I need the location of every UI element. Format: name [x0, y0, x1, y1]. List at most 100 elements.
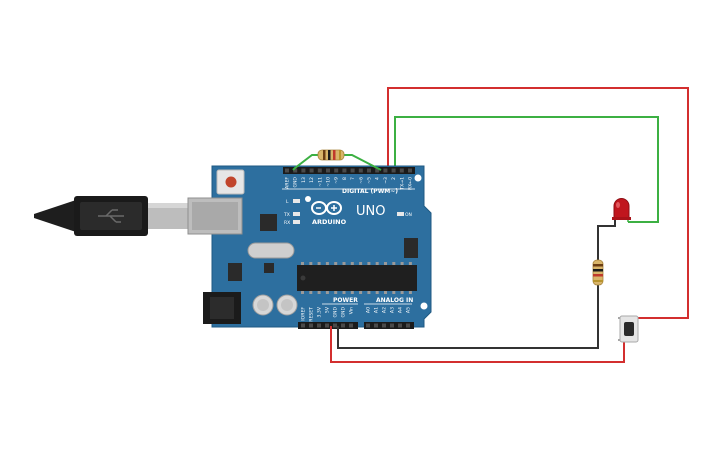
resistor-top[interactable]	[317, 149, 345, 161]
pin-label: AREF	[285, 177, 291, 189]
on-led-label: ON	[405, 212, 412, 218]
digital-pin[interactable]	[317, 168, 322, 173]
power-pin[interactable]	[333, 323, 337, 328]
chip-pin	[325, 262, 329, 265]
analog-pin[interactable]	[398, 323, 402, 328]
power-pin[interactable]	[325, 323, 329, 328]
pin-label: A3	[390, 307, 396, 313]
power-pin[interactable]	[317, 323, 321, 328]
chip-pin	[400, 262, 404, 265]
brand-text: ARDUINO	[312, 218, 347, 226]
red-wire-top[interactable]	[387, 87, 689, 319]
chip-pin	[334, 262, 338, 265]
digital-pin[interactable]	[399, 168, 404, 173]
digital-pin[interactable]	[309, 168, 314, 173]
digital-pin[interactable]	[326, 168, 330, 173]
pin-label: 7	[350, 177, 356, 180]
led[interactable]	[612, 198, 631, 227]
analog-pin[interactable]	[406, 323, 410, 328]
analog-pin[interactable]	[382, 323, 386, 328]
chip-pin	[350, 291, 354, 294]
regulator-chip	[228, 263, 242, 281]
digital-pin[interactable]	[391, 168, 396, 173]
pin-label: ~11	[317, 177, 323, 187]
model-text: UNO	[356, 204, 385, 219]
small-chip	[264, 263, 274, 273]
digital-header-label: DIGITAL (PWM~)	[342, 188, 398, 195]
mounting-hole	[305, 196, 311, 202]
pin-label: A2	[382, 307, 388, 313]
chip-pin	[359, 291, 363, 294]
pin-label: A4	[398, 307, 404, 313]
chip-pin	[408, 262, 412, 265]
reset-button[interactable]	[216, 169, 245, 195]
power-pin[interactable]	[309, 323, 313, 328]
digital-pin[interactable]	[301, 168, 306, 173]
power-jack	[203, 292, 241, 324]
black-wire[interactable]	[337, 284, 599, 349]
digital-pin[interactable]	[342, 168, 347, 173]
analog-pin[interactable]	[390, 323, 394, 328]
pin-label: 5V	[325, 306, 331, 313]
rx-led-label: RX	[284, 220, 290, 226]
pin-label: ~10	[326, 177, 332, 187]
power-pin[interactable]	[349, 323, 353, 328]
usb-icon	[98, 209, 124, 223]
pin-label: IOREF	[301, 307, 307, 321]
chip-pin	[375, 262, 379, 265]
chip-pin	[309, 291, 313, 294]
resistor-top-lead-left	[292, 154, 318, 171]
chip-pin	[392, 262, 396, 265]
digital-pin[interactable]	[350, 168, 355, 173]
chip-pin	[359, 262, 363, 265]
chip-pin	[301, 262, 304, 265]
arduino-logo-icon	[311, 201, 342, 215]
analog-pin[interactable]	[366, 323, 370, 328]
pin-label: TX→1	[399, 177, 405, 191]
pin-label: A0	[366, 307, 372, 313]
chip-pin	[301, 291, 304, 294]
digital-pin[interactable]	[367, 168, 371, 173]
chip-pin	[342, 262, 346, 265]
digital-pin[interactable]	[408, 168, 412, 173]
pin-label: GND	[333, 307, 339, 318]
black-wire-led[interactable]	[597, 219, 616, 262]
digital-pin[interactable]	[334, 168, 339, 173]
chip-pin	[400, 291, 404, 294]
l-led-label: L	[286, 199, 289, 205]
chip-pin	[408, 291, 412, 294]
digital-pin[interactable]	[285, 168, 289, 173]
green-wire[interactable]	[394, 116, 659, 223]
pushbutton[interactable]	[618, 315, 639, 343]
digital-pin[interactable]	[293, 168, 298, 173]
pin-label: 3.3V	[317, 306, 323, 317]
digital-pin[interactable]	[383, 168, 388, 173]
chip-pin	[367, 291, 371, 294]
crystal-oscillator	[247, 242, 295, 259]
chip-pin	[375, 291, 379, 294]
pin-label: A1	[374, 307, 380, 313]
chip-pin	[392, 291, 396, 294]
digital-pin[interactable]	[358, 168, 363, 173]
analog-pin[interactable]	[374, 323, 378, 328]
usb-cable[interactable]	[34, 196, 188, 236]
atmega-chip	[297, 262, 417, 294]
power-header-label: POWER	[333, 297, 358, 304]
chip-pin	[309, 262, 313, 265]
resistor-right[interactable]	[592, 259, 604, 286]
pin-label: ~6	[358, 177, 364, 184]
onboard-leds	[293, 199, 404, 224]
digital-header	[283, 167, 415, 174]
pin-label: 8	[342, 177, 348, 180]
power-pin[interactable]	[341, 323, 345, 328]
chip-pin	[325, 291, 329, 294]
digital-pin[interactable]	[375, 168, 380, 173]
pin-label: 12	[309, 177, 315, 183]
power-pin[interactable]	[301, 323, 305, 328]
red-wire-bottom[interactable]	[330, 326, 625, 363]
resistor-top-lead-right	[344, 154, 382, 171]
pin-label: 13	[301, 177, 307, 183]
